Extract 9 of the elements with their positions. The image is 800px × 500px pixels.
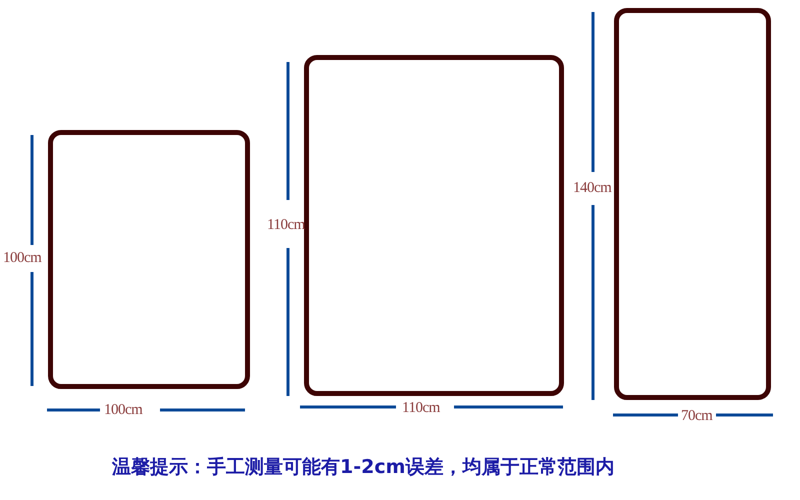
dimension-label: 70cm [681,407,712,425]
rectangle-outline [48,130,250,389]
dimension-label: 100cm [104,401,142,419]
dimension-label: 110cm [402,399,440,417]
dimension-label: 140cm [573,179,612,197]
rectangle-outline [304,55,564,396]
dimension-label: 100cm [3,249,42,267]
rectangle-outline [614,8,771,400]
note-text: 温馨提示：手工测量可能有1-2cm误差，均属于正常范围内 [112,455,614,479]
